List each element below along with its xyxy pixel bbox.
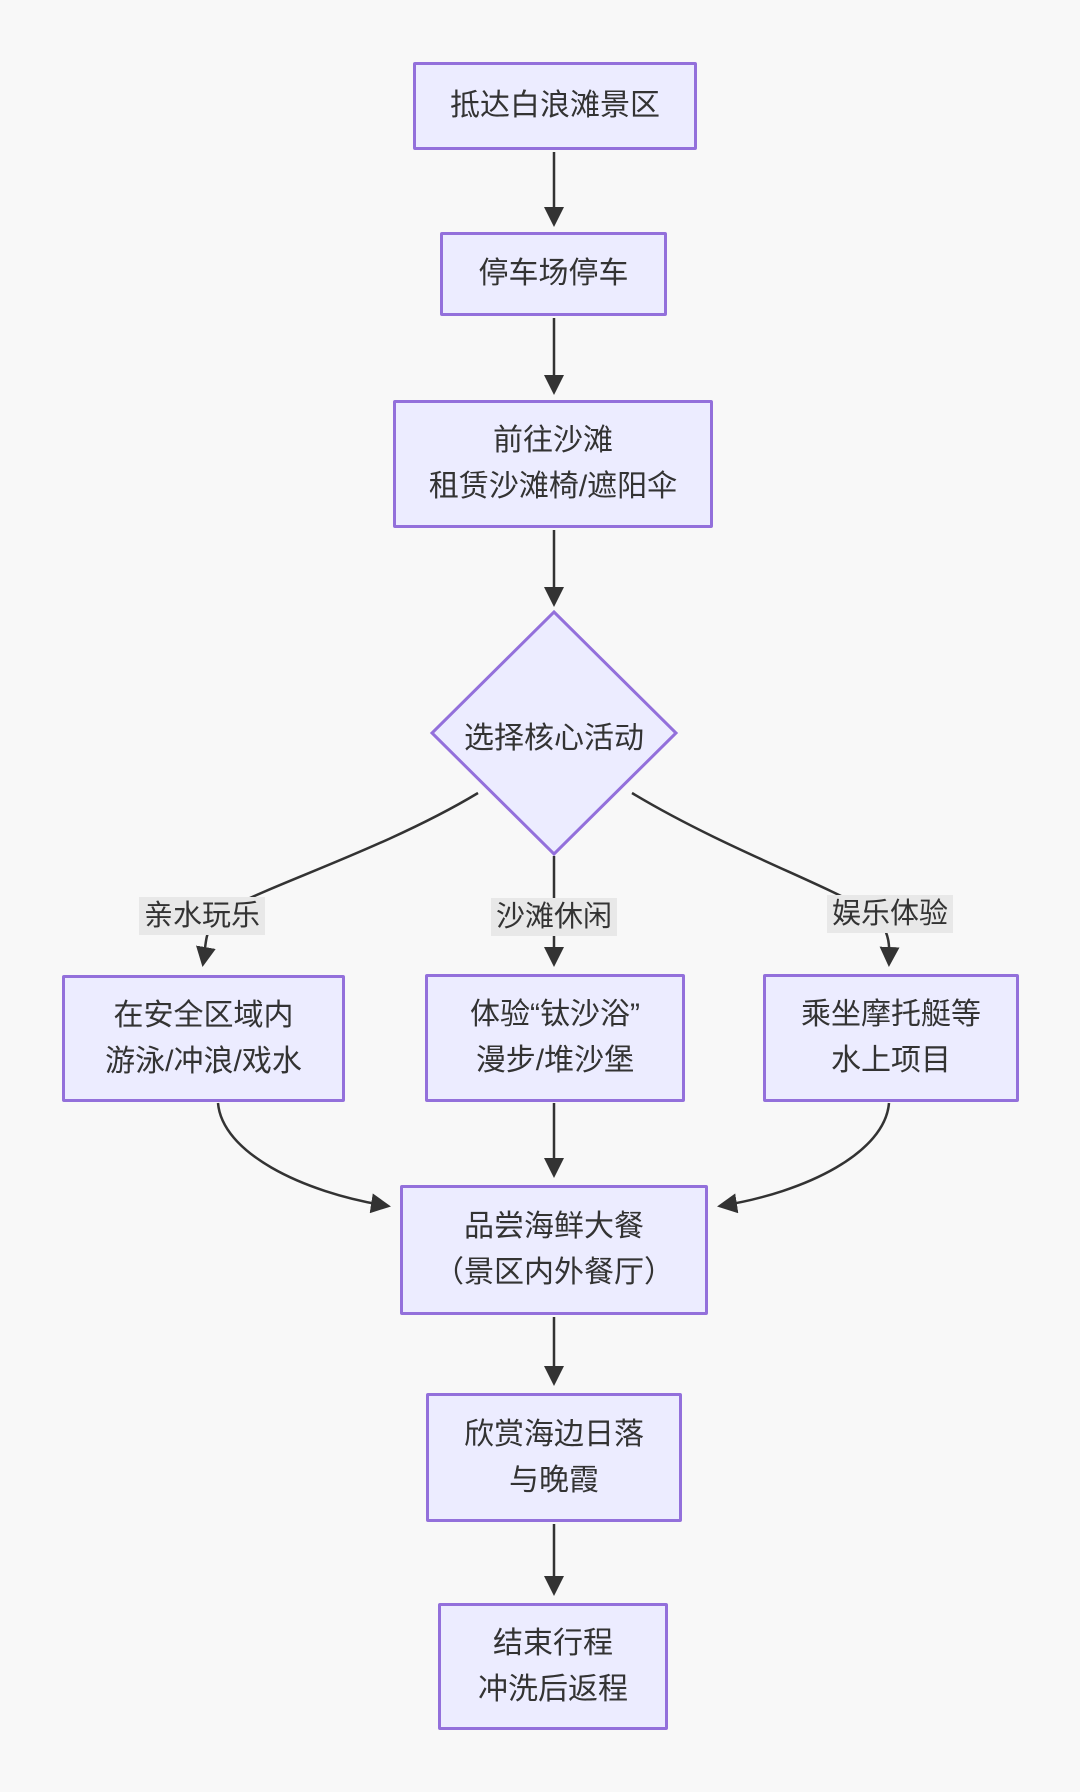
node-seafood: 品尝海鲜大餐 （景区内外餐厅）: [400, 1185, 708, 1315]
edge-label-water-fun: 亲水玩乐: [138, 897, 266, 935]
edge-motor-to-seafood: [717, 1102, 891, 1214]
edge-label-beach-leisure: 沙滩休闲: [490, 898, 618, 936]
node-park: 停车场停车: [440, 232, 667, 316]
node-beach: 前往沙滩 租赁沙滩椅/遮阳伞: [393, 400, 713, 528]
node-choose-label: 选择核心活动: [464, 722, 644, 755]
node-motor-label: 乘坐摩托艇等 水上项目: [801, 998, 981, 1077]
edge-choose-to-motor: [631, 791, 900, 967]
node-park-label: 停车场停车: [478, 257, 629, 290]
edge-choose-to-swim: [196, 791, 479, 967]
node-beach-label: 前往沙滩 租赁沙滩椅/遮阳伞: [428, 424, 678, 503]
node-leisure-label: 体验“钛沙浴” 漫步/堆沙堡: [470, 998, 640, 1077]
node-swim: 在安全区域内 游泳/冲浪/戏水: [62, 975, 345, 1102]
node-swim-label: 在安全区域内 游泳/冲浪/戏水: [105, 998, 302, 1078]
node-finish-label: 结束行程 冲洗后返程: [478, 1626, 628, 1706]
node-sunset-label: 欣赏海边日落 与晚霞: [464, 1417, 644, 1497]
edge-label-entertainment: 娱乐体验: [826, 895, 954, 933]
node-motor: 乘坐摩托艇等 水上项目: [763, 974, 1019, 1102]
edge-swim-to-seafood: [216, 1102, 391, 1214]
node-arrive: 抵达白浪滩景区: [413, 62, 697, 150]
decision-diamond-choose-activity: [429, 609, 679, 857]
node-leisure: 体验“钛沙浴” 漫步/堆沙堡: [425, 974, 685, 1102]
node-seafood-label: 品尝海鲜大餐 （景区内外餐厅）: [434, 1210, 674, 1289]
node-sunset: 欣赏海边日落 与晚霞: [426, 1393, 682, 1522]
node-finish: 结束行程 冲洗后返程: [438, 1603, 668, 1730]
node-arrive-label: 抵达白浪滩景区: [450, 89, 660, 122]
